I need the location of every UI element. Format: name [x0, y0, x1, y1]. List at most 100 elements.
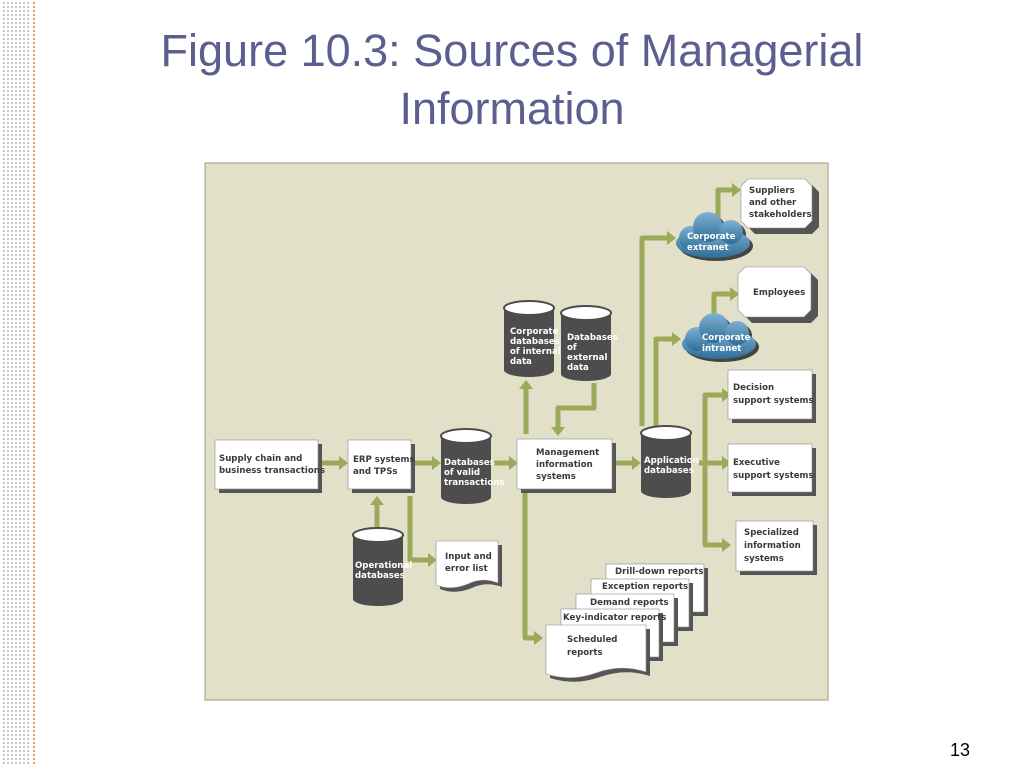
specialized-box: Specialized information systems: [735, 520, 817, 575]
arrow-extranet-to-suppliers: [715, 187, 732, 222]
specialized-line: systems: [744, 554, 784, 564]
ess-line: Executive: [733, 458, 780, 468]
arrow-branch-dss: [702, 392, 722, 463]
input-error-line: error list: [445, 564, 488, 574]
operational-db-line: Operational: [355, 561, 412, 571]
arrowhead: [667, 231, 676, 245]
mis-line: Management: [536, 448, 599, 458]
external-db-line: Databases: [567, 333, 618, 343]
arrowhead: [632, 456, 641, 470]
erp-line: ERP systems: [353, 455, 415, 465]
arrowhead: [722, 538, 731, 552]
demand-label: Demand reports: [590, 598, 669, 608]
side-decoration: [3, 2, 35, 764]
slide-title: Figure 10.3: Sources of Managerial Infor…: [60, 22, 964, 138]
arrowhead: [509, 456, 518, 470]
operational-db-line: databases: [355, 571, 405, 581]
page-number: 13: [949, 740, 970, 760]
arrowhead: [732, 183, 741, 197]
drill-down-label: Drill-down reports: [615, 567, 703, 577]
dss-line: support systems: [733, 396, 814, 406]
input-error-doc: Input and error list: [435, 540, 502, 592]
reports-stack: Drill-down reports Exception reports Dem…: [545, 563, 708, 682]
extranet-line: Corporate: [687, 232, 736, 242]
valid-db-line: Databases: [444, 458, 495, 468]
external-db-line: of: [567, 343, 577, 353]
scheduled-line: Scheduled: [567, 635, 617, 645]
suppliers-line: and other: [749, 198, 797, 208]
arrowhead: [722, 388, 731, 402]
suppliers-box: Suppliers and other stakeholders: [740, 178, 819, 234]
arrowhead: [722, 456, 731, 470]
arrowhead: [551, 427, 565, 436]
app-db-line: Application: [644, 456, 699, 466]
arrowhead: [370, 496, 384, 505]
arrowhead: [428, 553, 437, 567]
suppliers-line: Suppliers: [749, 186, 795, 196]
arrow-mis-to-reports: [522, 491, 534, 641]
input-error-line: Input and: [445, 552, 492, 562]
internal-db-line: of internal: [510, 347, 561, 357]
specialized-line: information: [744, 541, 801, 551]
internal-db-line: Corporate: [510, 327, 559, 337]
ess-line: support systems: [733, 471, 814, 481]
erp-line: and TPSs: [353, 467, 398, 477]
intranet-line: intranet: [702, 344, 741, 354]
arrowhead: [519, 380, 533, 389]
mis-line: information: [536, 460, 593, 470]
specialized-line: Specialized: [744, 528, 799, 538]
external-db-line: external: [567, 353, 607, 363]
app-db-line: databases: [644, 466, 694, 476]
dss-line: Decision: [733, 383, 774, 393]
arrow-erp-to-error: [407, 496, 428, 563]
supply-chain-line: Supply chain and: [219, 454, 302, 464]
dss-box: Decision support systems: [727, 369, 816, 423]
arrow-appdb-to-extranet: [639, 235, 667, 426]
arrowhead: [432, 456, 441, 470]
title-line-1: Figure 10.3: Sources of Managerial: [160, 25, 864, 76]
mis-line: systems: [536, 472, 576, 482]
arrowhead: [339, 456, 348, 470]
mis-box: Management information systems: [516, 438, 616, 493]
scheduled-line: reports: [567, 648, 603, 658]
employees-label: Employees: [753, 288, 805, 298]
internal-db-line: databases: [510, 337, 560, 347]
arrowhead: [730, 287, 739, 301]
intranet-line: Corporate: [702, 333, 751, 343]
arrow-appdb-to-intranet: [653, 336, 672, 426]
erp-box: ERP systems and TPSs: [347, 439, 415, 493]
arrow-external-to-mis: [555, 383, 597, 427]
arrowhead: [672, 332, 681, 346]
internal-db-line: data: [510, 357, 532, 367]
valid-db-line: transactions: [444, 478, 504, 488]
external-db-line: data: [567, 363, 589, 373]
employees-box: Employees: [737, 266, 818, 323]
arrow-branch-specialized: [702, 463, 722, 548]
suppliers-line: stakeholders: [749, 210, 812, 220]
arrowhead: [534, 631, 543, 645]
